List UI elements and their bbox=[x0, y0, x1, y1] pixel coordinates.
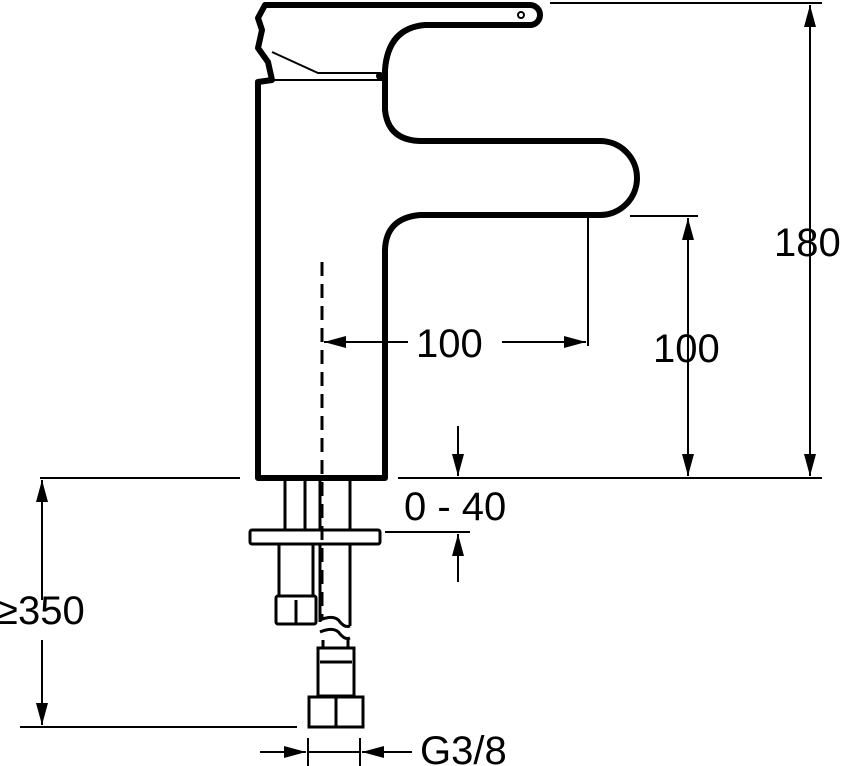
mounting-parts bbox=[248, 480, 382, 729]
dim-hose-length: ≥350 bbox=[0, 589, 85, 633]
dim-spout-height: 100 bbox=[653, 327, 720, 371]
extension-lines bbox=[20, 2, 822, 766]
dim-spout-reach: 100 bbox=[416, 322, 483, 366]
tap-body bbox=[255, 2, 640, 481]
dim-total-height: 180 bbox=[774, 221, 841, 265]
dim-connection: G3/8 bbox=[420, 729, 507, 766]
dimension-lines bbox=[36, 5, 816, 758]
dim-deck-thickness: 0 - 40 bbox=[404, 485, 506, 529]
lever-pivot-icon bbox=[517, 11, 525, 19]
